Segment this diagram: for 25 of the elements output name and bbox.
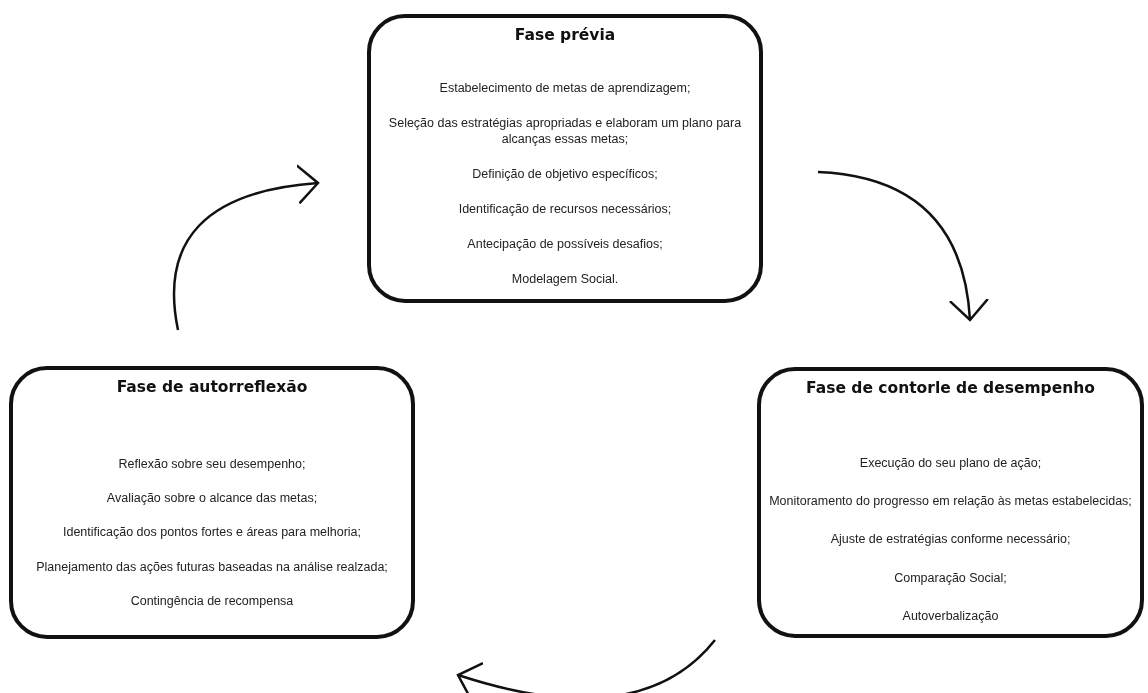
phase-box xyxy=(9,366,415,639)
phase-item: Identificação de recursos necessários; xyxy=(458,200,672,218)
phase-item: Planejamento das ações futuras baseadas na análise realzada; xyxy=(36,558,388,575)
phase-item: Definição de objetivo específicos; xyxy=(472,166,658,183)
phase-item: Reflexão sobre seu desempenho; xyxy=(118,456,306,473)
phase-item: Antecipação de possíveis desafios; xyxy=(467,235,663,253)
phase-item: Estabelecimento de metas de aprendizagem; xyxy=(439,80,691,97)
phase-box xyxy=(757,367,1144,638)
phase-item: Identificação dos pontos fortes e áreas para melhoria; xyxy=(62,524,362,541)
phase-item: Modelagem Social. xyxy=(511,270,619,287)
phase-item: Avaliação sobre o alcance das metas; xyxy=(106,490,318,507)
phase-heading: Fase prévia xyxy=(514,26,616,44)
curved-arrow xyxy=(817,170,989,322)
phase-item: Comparação Social; xyxy=(894,569,1007,586)
curved-arrow xyxy=(456,639,716,693)
phase-item: Seleção das estratégias apropriadas e elaboram um plano para alcanças essas metas; xyxy=(387,114,743,148)
phase-heading: Fase de autorreflexão xyxy=(116,378,308,396)
phase-item: Monitoramento do progresso em relação às metas estabelecidas; xyxy=(769,493,1132,510)
curved-arrow xyxy=(172,165,320,331)
phase-item: Autoverbalização xyxy=(902,607,999,624)
phase-heading: Fase de contorle de desempenho xyxy=(806,379,1095,397)
phase-box xyxy=(367,14,763,303)
phase-item: Contingência de recompensa xyxy=(130,592,294,609)
phase-item: Execução do seu plano de ação; xyxy=(859,455,1042,472)
phase-item: Ajuste de estratégias conforme necessário; xyxy=(830,531,1071,548)
